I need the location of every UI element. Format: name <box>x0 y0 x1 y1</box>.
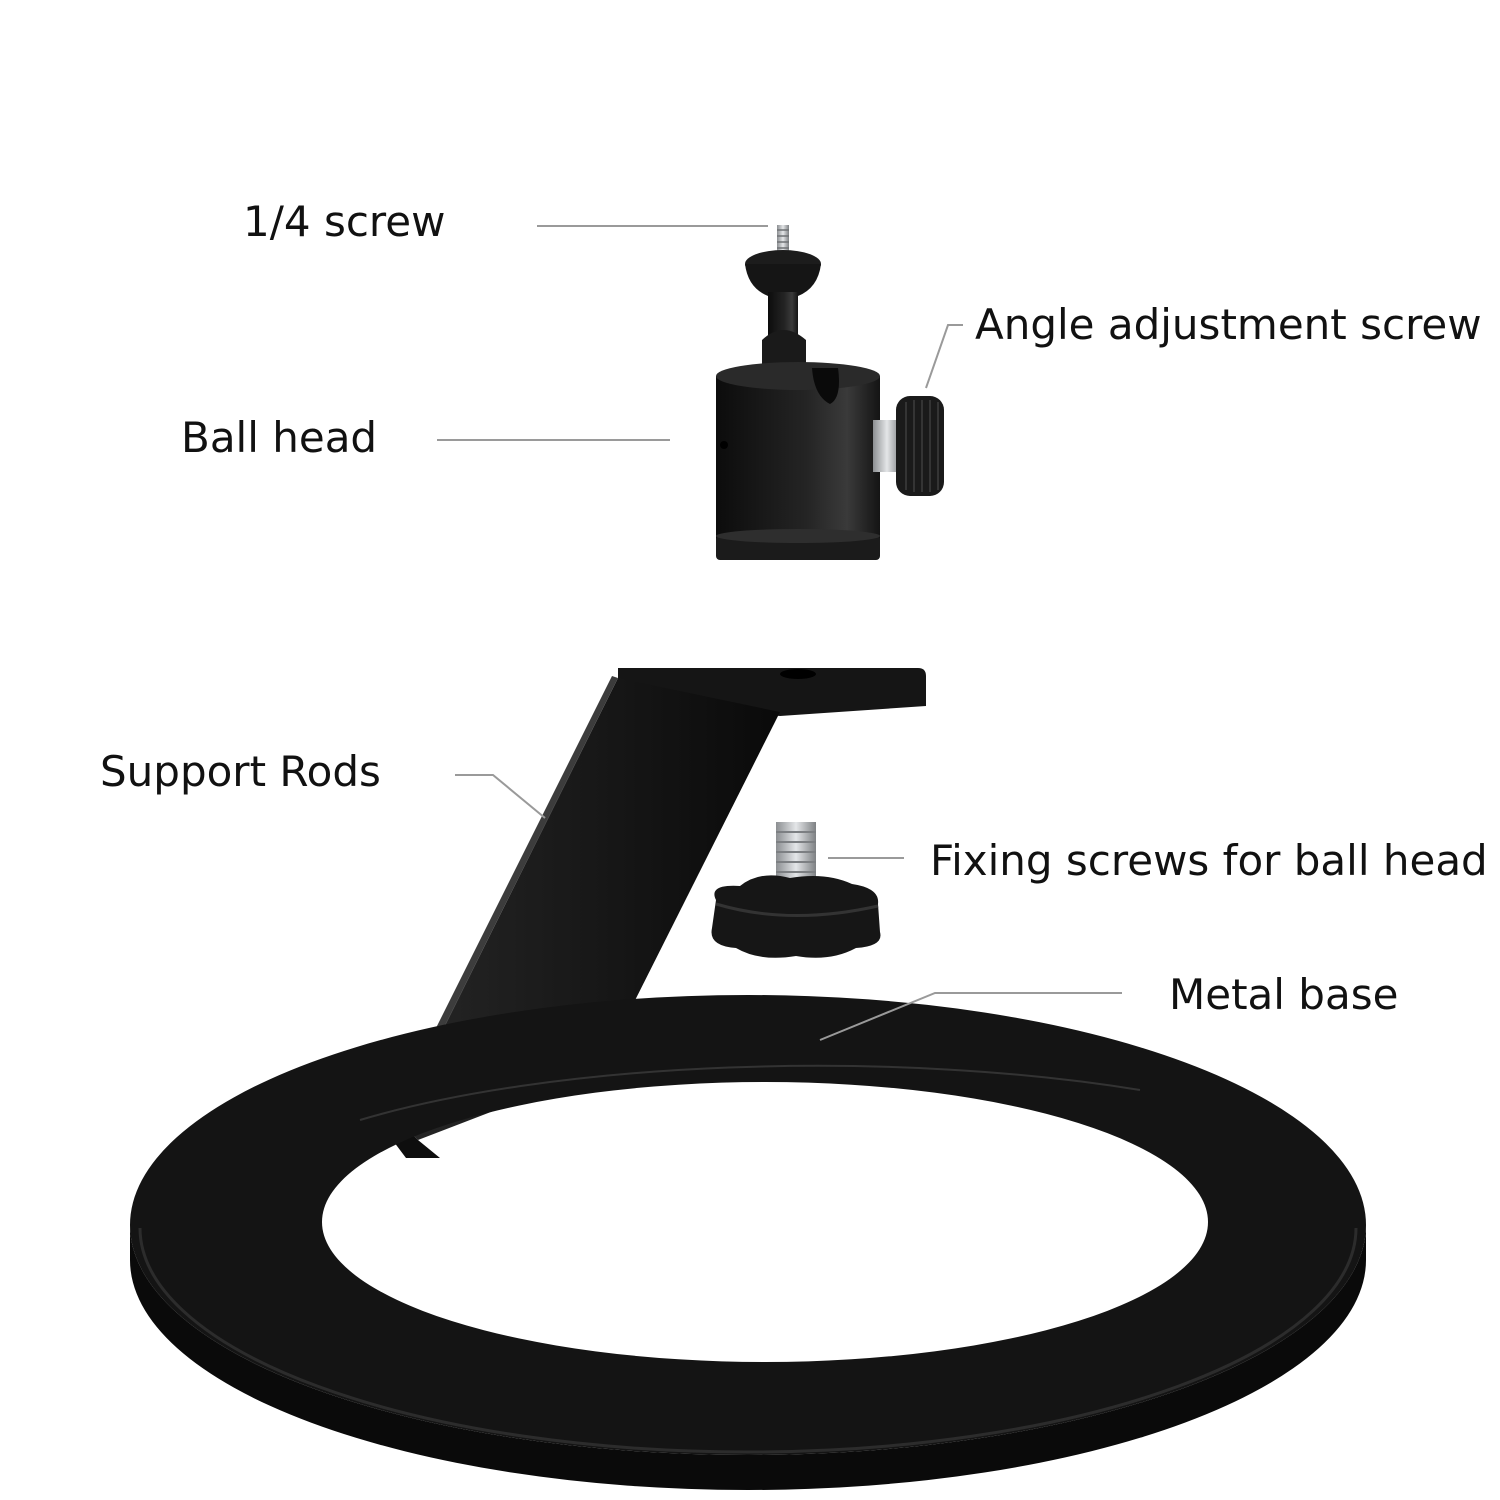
head-body <box>716 376 880 550</box>
label-angle-adjustment-screw: Angle adjustment screw <box>975 300 1482 349</box>
label-metal-base: Metal base <box>1169 970 1399 1019</box>
leader-support-rods <box>455 774 546 819</box>
quarter-screw-thread <box>777 225 789 253</box>
knob-knurling <box>905 400 939 492</box>
cap-body <box>745 264 821 296</box>
ball <box>762 330 806 364</box>
head-body-top <box>716 362 880 390</box>
leader-metal-base <box>819 992 1122 1041</box>
label-ball-head: Ball head <box>181 413 378 462</box>
label-quarter-screw: 1/4 screw <box>243 197 446 246</box>
metal-base-part <box>130 995 1366 1490</box>
label-fixing-screws: Fixing screws for ball head <box>930 836 1488 885</box>
base-ring <box>130 995 1366 1455</box>
leader-lines <box>437 225 1122 1041</box>
ball-head-part <box>716 225 944 560</box>
ball-slot <box>812 368 839 404</box>
side-hole <box>720 441 728 449</box>
angle-knob <box>896 396 944 496</box>
leader-angle-screw <box>925 324 963 389</box>
label-support-rods: Support Rods <box>100 747 381 796</box>
rod-edge <box>385 676 618 1130</box>
fixing-screw-part <box>711 822 881 958</box>
mount-hole <box>780 669 816 679</box>
thread-lines <box>777 229 789 249</box>
